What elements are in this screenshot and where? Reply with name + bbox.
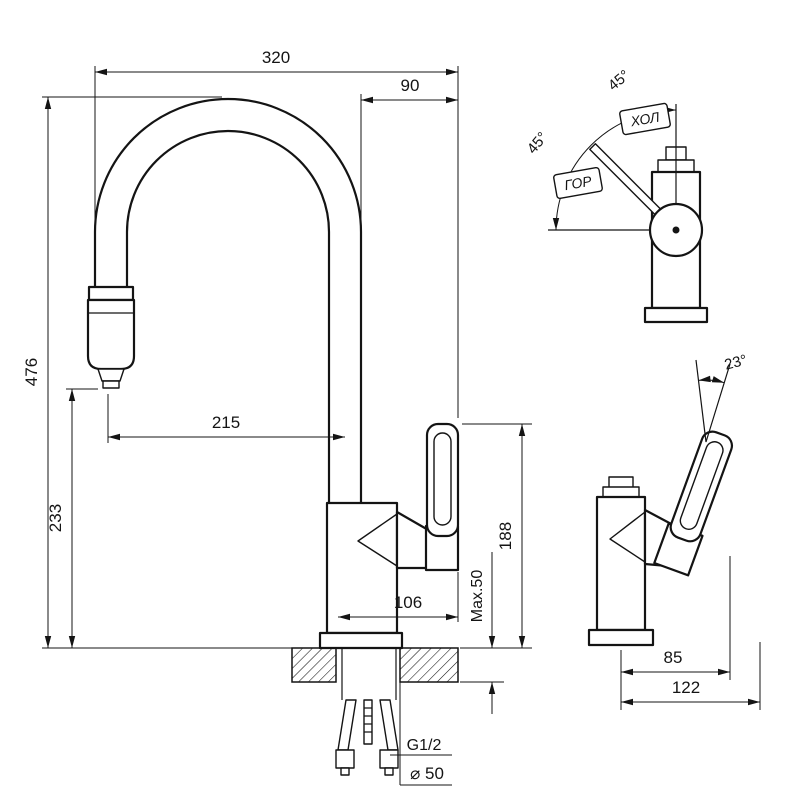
dim-188: 188 bbox=[460, 423, 532, 649]
cold-position-tag: ХОЛ bbox=[619, 102, 671, 136]
right-hose bbox=[379, 699, 399, 751]
dim-215-label: 215 bbox=[212, 413, 240, 432]
side-handle-lever bbox=[669, 430, 734, 543]
mounting-stud bbox=[363, 699, 373, 745]
base-flange bbox=[318, 631, 404, 650]
dim-233: 233 bbox=[46, 388, 98, 648]
hot-position-tag: ГОР bbox=[553, 166, 603, 200]
dim-90: 90 bbox=[360, 76, 458, 226]
left-hose bbox=[337, 699, 357, 751]
faucet-front bbox=[86, 97, 460, 650]
side-handle-tilted bbox=[653, 430, 734, 577]
side-base-flange bbox=[587, 628, 655, 647]
faucet-body bbox=[325, 501, 399, 635]
stud-thread-lines bbox=[364, 707, 372, 733]
right-hose-fitting bbox=[379, 749, 399, 769]
side-view: 23° 85 122 bbox=[587, 352, 761, 710]
cartridge-lines bbox=[357, 513, 398, 567]
countertop-section bbox=[291, 647, 459, 683]
angle-45-upper-label: 45° bbox=[605, 67, 633, 95]
body-rear-base bbox=[643, 306, 709, 324]
dim-106-label: 106 bbox=[394, 593, 422, 612]
dim-320: 320 bbox=[94, 48, 459, 418]
dim-122: 122 bbox=[621, 642, 761, 710]
side-body bbox=[595, 495, 647, 632]
handle-rotation-view: 45° 45° ХОЛ ГОР bbox=[524, 67, 709, 324]
spray-head-tip bbox=[97, 368, 125, 382]
dim-122-label: 122 bbox=[672, 678, 700, 697]
dim-215: 215 bbox=[107, 394, 345, 443]
side-handle-cutout bbox=[679, 441, 724, 530]
cold-label: ХОЛ bbox=[628, 109, 661, 130]
thread-callout: G1/2 bbox=[390, 737, 452, 756]
tilt-arc bbox=[698, 375, 725, 384]
handle-lever-cutout bbox=[433, 432, 452, 526]
dim-233-label: 233 bbox=[46, 504, 65, 532]
angle-45-lower-label: 45° bbox=[524, 129, 552, 157]
diameter-label: ⌀ 50 bbox=[410, 764, 444, 783]
diameter-callout: ⌀ 50 bbox=[399, 682, 452, 786]
gooseneck-spout bbox=[93, 97, 363, 507]
countertop-left-hatch bbox=[291, 647, 337, 683]
side-cartridge-lines bbox=[609, 511, 646, 563]
left-hose-fitting bbox=[335, 749, 355, 769]
spray-head-body bbox=[86, 298, 136, 371]
dim-max50-label: Max.50 bbox=[469, 570, 486, 623]
mounting-shank bbox=[341, 648, 397, 700]
dim-476-label: 476 bbox=[22, 358, 41, 386]
under-counter-parts bbox=[335, 648, 399, 776]
tilt-angle-label: 23° bbox=[723, 352, 749, 374]
thread-label: G1/2 bbox=[407, 737, 442, 754]
countertop-right-hatch bbox=[399, 647, 459, 683]
dim-320-label: 320 bbox=[262, 48, 290, 67]
tilt-reference-lines bbox=[695, 359, 731, 443]
dim-106: 106 bbox=[338, 572, 459, 622]
front-view: 320 90 476 233 215 188 bbox=[22, 48, 532, 786]
left-fitting-tip bbox=[340, 767, 350, 776]
right-fitting-tip bbox=[384, 767, 394, 776]
dim-max50: Max.50 bbox=[460, 552, 504, 714]
spray-aerator bbox=[102, 380, 120, 389]
pivot-center-dot bbox=[672, 226, 680, 234]
dim-85-label: 85 bbox=[664, 648, 683, 667]
handle-lever bbox=[425, 422, 460, 538]
dim-188-label: 188 bbox=[496, 522, 515, 550]
dim-476: 476 bbox=[22, 96, 292, 649]
dim-90-label: 90 bbox=[401, 76, 420, 95]
hot-label: ГОР bbox=[563, 173, 593, 194]
spray-head-collar bbox=[87, 285, 135, 302]
